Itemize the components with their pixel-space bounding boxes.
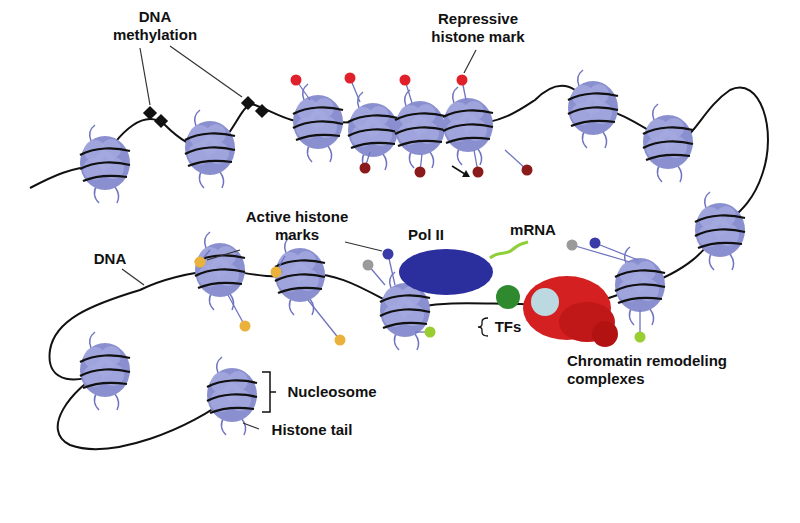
histone-mark xyxy=(425,327,436,338)
nucleosome xyxy=(195,232,245,310)
histone-mark xyxy=(400,75,411,86)
leader-line xyxy=(345,242,382,251)
histone-mark xyxy=(271,267,282,278)
nucleosome xyxy=(293,84,343,162)
remodeling-complex: Chromatin remodeling complexes xyxy=(505,272,795,392)
methyl-mark xyxy=(154,114,168,128)
pol-ii-enzyme: Pol II xyxy=(396,226,496,296)
nucleosome-bracket xyxy=(262,372,276,412)
histone-mark xyxy=(240,321,251,332)
histone-mark xyxy=(291,75,302,86)
histone-mark xyxy=(522,165,533,176)
nucleosome xyxy=(80,332,130,410)
histone-mark xyxy=(635,332,646,343)
histone-tail xyxy=(595,243,638,260)
methylation-label: DNA methylation xyxy=(95,8,215,44)
mrna-strand xyxy=(490,242,528,258)
nucleosome-label: Nucleosome xyxy=(282,383,382,401)
nucleosome xyxy=(348,92,398,170)
histone-mark xyxy=(457,75,468,86)
leader-line xyxy=(122,269,144,285)
node-label: Pol II xyxy=(408,226,488,244)
mrna-label: mRNA xyxy=(508,221,558,239)
histone-mark xyxy=(363,260,374,271)
methyl-mark xyxy=(255,104,269,118)
histone-tail-label: Histone tail xyxy=(262,421,362,439)
histone-mark xyxy=(590,238,601,249)
histone-mark xyxy=(360,163,371,174)
node-label: Chromatin remodeling complexes xyxy=(567,352,777,388)
leader-line xyxy=(170,46,242,97)
dna-strand xyxy=(30,86,768,449)
histone-mark xyxy=(335,335,346,346)
small-arrowhead xyxy=(462,170,470,177)
nucleosome xyxy=(80,125,130,203)
leader-line xyxy=(140,48,150,105)
histone-mark xyxy=(383,249,394,260)
nucleosome xyxy=(643,104,693,182)
histone-mark xyxy=(195,257,206,268)
methyl-mark xyxy=(241,96,255,110)
nucleosome xyxy=(395,90,445,168)
nucleosome xyxy=(443,87,493,165)
nucleosome xyxy=(207,357,257,435)
tf-bracket xyxy=(478,318,488,336)
nucleosome xyxy=(568,70,618,148)
active-marks-label: Active histone marks xyxy=(232,208,362,244)
nucleosome xyxy=(185,110,235,188)
histone-tail xyxy=(308,300,340,340)
nucleosome xyxy=(695,192,745,270)
methyl-mark xyxy=(143,106,157,120)
histone-mark xyxy=(415,167,426,178)
leader-line xyxy=(243,423,259,429)
nucleosomes xyxy=(80,70,745,435)
nucleosome xyxy=(275,237,325,315)
histone-mark xyxy=(567,240,578,251)
leader-line xyxy=(207,250,240,260)
dna-label: DNA xyxy=(88,250,132,268)
tf-label: TFs xyxy=(488,318,528,336)
tf-circle xyxy=(496,285,520,309)
histone-mark xyxy=(345,73,356,84)
histone-mark xyxy=(473,167,484,178)
repressive-mark-label: Repressive histone mark xyxy=(418,10,538,46)
leader-line xyxy=(464,50,476,73)
